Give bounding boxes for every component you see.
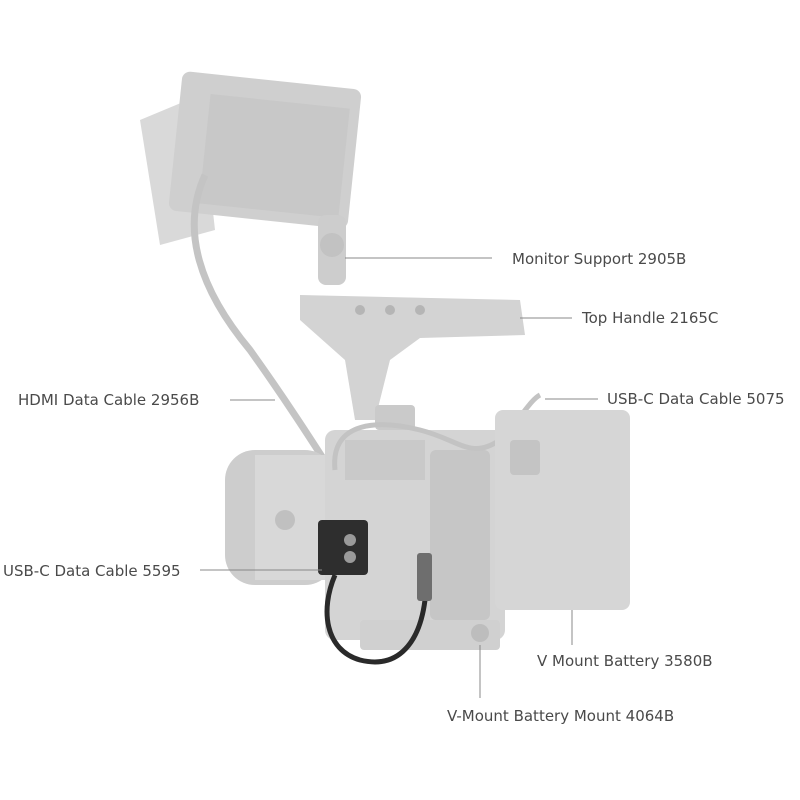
label-usbc-cable-5595: USB-C Data Cable 5595 <box>3 562 181 580</box>
monitor <box>140 71 362 245</box>
label-usbc-cable-5075: USB-C Data Cable 5075 <box>607 390 785 408</box>
label-monitor-support: Monitor Support 2905B <box>512 250 687 268</box>
monitor-support <box>318 215 346 285</box>
usbc-cable-5595 <box>318 520 432 665</box>
leader-lines <box>200 257 598 698</box>
camera-cage <box>325 392 542 650</box>
label-battery-mount: V-Mount Battery Mount 4064B <box>447 707 675 725</box>
label-v-mount-battery: V Mount Battery 3580B <box>537 652 713 670</box>
label-top-handle: Top Handle 2165C <box>582 309 719 327</box>
label-hdmi-cable: HDMI Data Cable 2956B <box>18 391 200 409</box>
v-mount-battery <box>495 410 630 610</box>
top-handle <box>300 295 525 430</box>
